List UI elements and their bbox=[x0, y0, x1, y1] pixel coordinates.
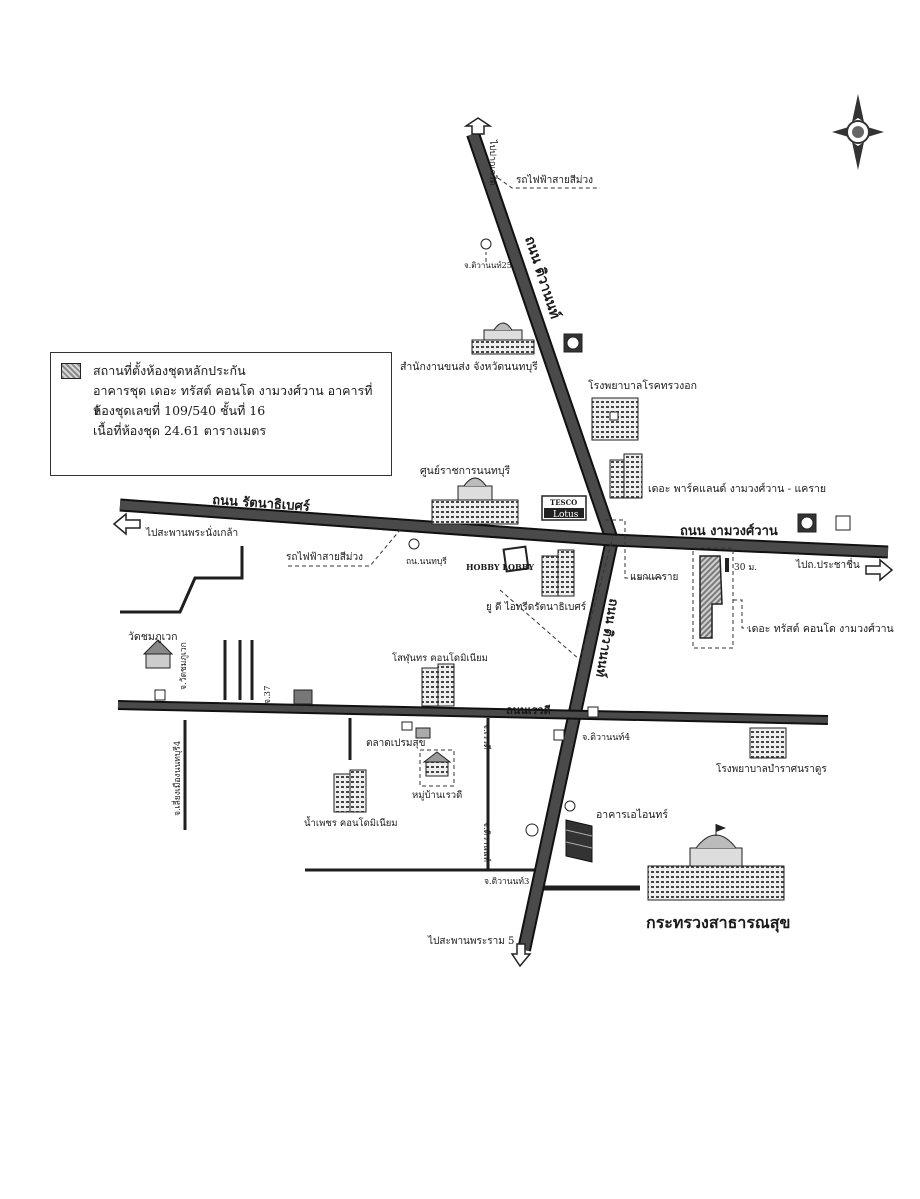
shop-icon bbox=[587, 706, 599, 718]
label-distance: 30 ม. bbox=[734, 563, 757, 573]
label-kaerai-junction: แยกแคราย bbox=[630, 572, 678, 583]
arrow-north-icon bbox=[463, 117, 493, 135]
legend-line-2: ห้องชุดเลขที่ 109/540 ชั้นที่ 16 bbox=[93, 403, 266, 418]
nongrob-condo-icon bbox=[333, 769, 367, 813]
ie-building-icon bbox=[565, 819, 593, 863]
hobby-lobby-icon bbox=[502, 545, 530, 573]
shop-icon bbox=[553, 729, 565, 741]
government-center-icon bbox=[431, 477, 519, 525]
temple-icon bbox=[142, 639, 174, 669]
gas-station-icon bbox=[564, 800, 576, 812]
compass-icon bbox=[832, 94, 884, 170]
label-to-pakkret: ไปปากเกร็ด bbox=[487, 139, 500, 186]
village-icon bbox=[422, 751, 452, 777]
label-transport-office: สำนักงานขนส่ง จังหวัดนนทบุรี bbox=[400, 360, 538, 373]
tesco-lotus-icon bbox=[541, 495, 587, 521]
legend-title-row: สถานที่ตั้งห้องชุดหลักประกัน bbox=[61, 361, 383, 381]
label-soi-naknivas: จ.เลี่ยงเมืองนนทบุรี4 bbox=[171, 741, 183, 816]
label-chest-hospital: โรงพยาบาลโรคทรวงอก bbox=[588, 379, 697, 392]
label-soi-tiwanon25: จ.ติวานนท์25 bbox=[464, 260, 512, 270]
label-rewadi-village: หมู่บ้านเรวดี bbox=[412, 789, 462, 801]
hatch-swatch-icon bbox=[61, 363, 81, 379]
label-park-condo: เดอะ พาร์คแลนด์ งามวงศ์วาน - แคราย bbox=[648, 482, 826, 495]
buildings bbox=[142, 322, 787, 901]
seven-eleven-icon bbox=[835, 515, 851, 531]
arrow-south-icon bbox=[510, 943, 532, 968]
chest-hospital-icon bbox=[591, 397, 639, 441]
gas-station-icon bbox=[525, 823, 539, 837]
gas-station-icon bbox=[480, 238, 492, 250]
shop-icon bbox=[154, 689, 166, 701]
label-nongrob-condo: น้ำเพชร คอนโดมิเนียม bbox=[304, 816, 398, 829]
label-purple-line-2: รถไฟฟ้าสายสีม่วง bbox=[286, 551, 363, 563]
label-soi-rewadi: จ.เรวดี bbox=[481, 724, 492, 749]
bamrasnaradura-hospital-icon bbox=[749, 727, 787, 759]
station-icon bbox=[408, 538, 420, 550]
minor-roads bbox=[120, 546, 640, 891]
arrow-east-icon bbox=[865, 558, 894, 582]
label-soi-tiwanon3: จ.ติวานนท์3 bbox=[484, 876, 529, 887]
leader-lines bbox=[288, 177, 748, 787]
label-ministry: กระทรวงสาธารณสุข bbox=[646, 913, 790, 933]
ministry-building-icon bbox=[647, 824, 785, 901]
main-roads bbox=[117, 131, 889, 952]
park-condo-icon bbox=[609, 453, 643, 499]
arrow-west-icon bbox=[112, 512, 141, 536]
label-soi-tiwanon4: จ.ติวานนท์4 bbox=[582, 731, 630, 743]
label-to-prachachuen: ไปถ.ประชาชื่น bbox=[795, 557, 860, 571]
label-road-ngamwongwan: ถนน งามวงศ์วาน bbox=[680, 523, 778, 539]
transport-office-icon bbox=[471, 322, 535, 355]
label-bamrasnaradura: โรงพยาบาลบำราศนราดูร bbox=[716, 762, 827, 775]
label-wat-bot: วัดชมภูเวก bbox=[128, 631, 178, 643]
market-icon bbox=[415, 727, 431, 739]
label-lotus: Lotus bbox=[553, 510, 579, 520]
label-sasunthorn: โสฬุนทร คอนโดมิเนียม bbox=[392, 652, 488, 664]
legend-line-1: อาคารชุด เดอะ ทรัสต์ คอนโด งามวงศ์วาน อา… bbox=[93, 383, 373, 418]
label-soi-watbot: จ.วัดชมภูเวก bbox=[179, 642, 189, 690]
ptt-logo-icon bbox=[293, 689, 313, 705]
label-road-rewadi: ถนนเรวดี bbox=[506, 704, 551, 717]
label-ie-building: อาคารเอไอนทร์ bbox=[596, 808, 668, 821]
label-nonthaburi-center: ศูนย์ราชการนนทบุรี bbox=[420, 464, 510, 477]
label-road-rattanathibet: ถนน รัตนาธิเบศร์ bbox=[212, 492, 311, 515]
legend-title: สถานที่ตั้งห้องชุดหลักประกัน bbox=[93, 363, 246, 378]
ptt-logo-icon bbox=[563, 333, 583, 353]
sasunthorn-condo-icon bbox=[421, 663, 455, 707]
label-hobby-lobby: HOBBY LOBBY bbox=[466, 562, 534, 572]
target-property bbox=[699, 555, 729, 639]
label-purple-line-1: รถไฟฟ้าสายสีม่วง bbox=[516, 174, 593, 186]
map-labels: ไปปากเกร็ด รถไฟฟ้าสายสีม่วง จ.ติวานนท์25… bbox=[128, 139, 894, 947]
label-soi-tiwanon-mid: จ.ติวานนท์ bbox=[481, 822, 492, 862]
legend-line-3: เนื้อที่ห้องชุด 24.61 ตารางเมตร bbox=[93, 423, 267, 438]
shop-icon bbox=[401, 721, 413, 731]
direction-arrows bbox=[112, 117, 894, 968]
label-to-rama5-bridge: ไปสะพานพระราม 5 bbox=[427, 935, 514, 947]
label-soi-37: จ.37 bbox=[263, 686, 273, 705]
label-trust-condo: เดอะ ทรัสต์ คอนโด งามวงศ์วาน bbox=[748, 622, 894, 635]
label-nonthaburi-station: ถน.นนทบุรี bbox=[406, 556, 447, 567]
ud-town-icon bbox=[541, 549, 575, 597]
label-tesco: TESCO bbox=[550, 498, 577, 507]
label-ud-town: ยู ดี ไอทรีดรัตนาธิเบศร์ bbox=[486, 601, 587, 613]
ptt-logo-icon bbox=[797, 513, 817, 533]
label-rewadi-market: ตลาดเปรมสุข bbox=[366, 738, 425, 749]
label-to-phra-nang-klao: ไปสะพานพระนั่งเกล้า bbox=[145, 525, 238, 539]
pois bbox=[154, 238, 851, 837]
legend-box: สถานที่ตั้งห้องชุดหลักประกัน อาคารชุด เด… bbox=[50, 352, 392, 476]
